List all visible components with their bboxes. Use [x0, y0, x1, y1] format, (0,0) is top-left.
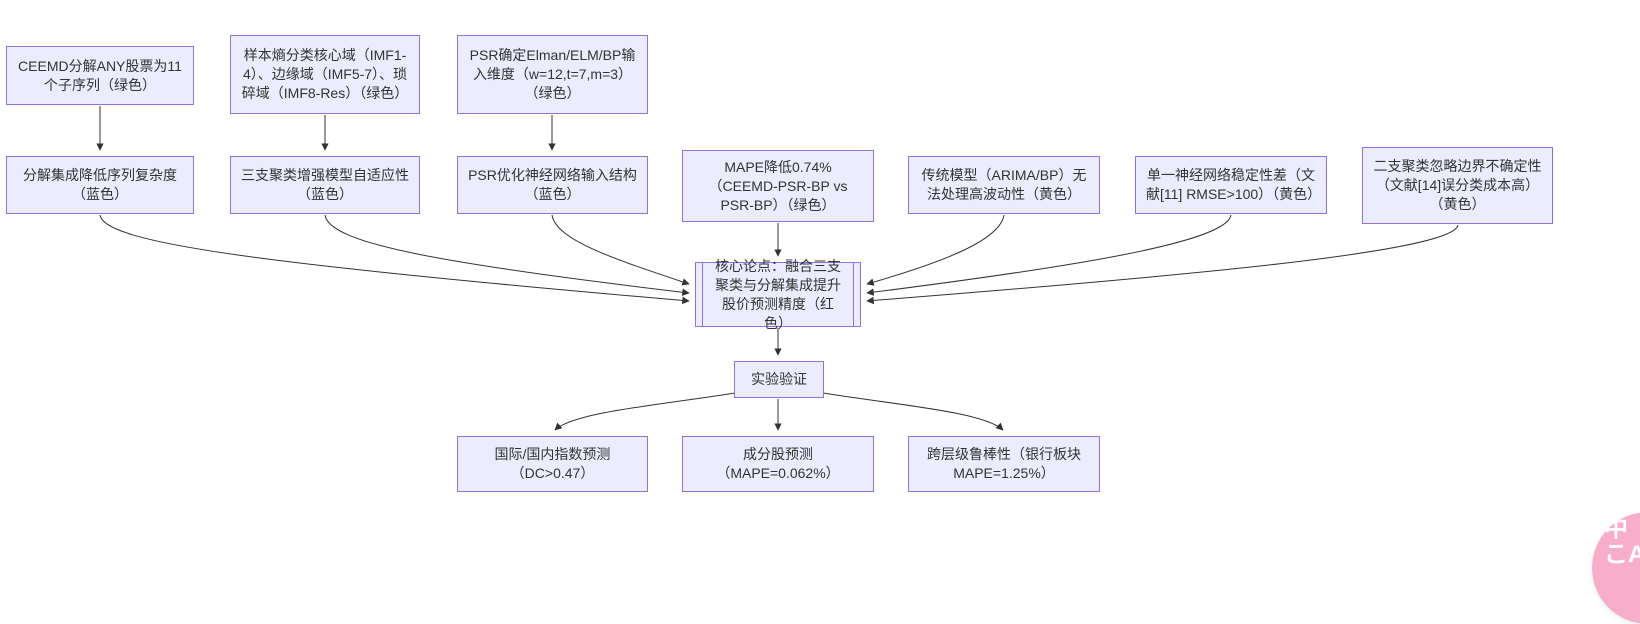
node-label: 传统模型（ARIMA/BP）无法处理高波动性（黄色）	[921, 167, 1087, 202]
edge-n10-core	[866, 224, 1459, 305]
node-decomposition-benefit[interactable]: 分解集成降低序列复杂度（蓝色）	[6, 156, 194, 214]
node-three-way-clustering[interactable]: 三支聚类增强模型自适应性（蓝色）	[230, 156, 420, 214]
translate-icon-bottom: こA	[1604, 541, 1640, 568]
node-label: 样本熵分类核心域（IMF1-4）、边缘域（IMF5-7）、琐碎域（IMF8-Re…	[241, 47, 409, 101]
node-label: 二支聚类忽略边界不确定性（文献[14]误分类成本高）（黄色）	[1373, 158, 1542, 212]
node-cross-level-robustness[interactable]: 跨层级鲁棒性（银行板块 MAPE=1.25%）	[908, 436, 1100, 492]
node-label: 单一神经网络稳定性差（文献[11] RMSE>100）（黄色）	[1146, 167, 1322, 202]
flowchart-canvas: CEEMD分解ANY股票为11个子序列（绿色） 样本熵分类核心域（IMF1-4）…	[6, 35, 1640, 624]
node-label: CEEMD分解ANY股票为11个子序列（绿色）	[18, 57, 182, 93]
node-label: 国际/国内指数预测（DC>0.47）	[494, 446, 611, 481]
node-psr-dimension[interactable]: PSR确定Elman/ELM/BP输入维度（w=12,t=7,m=3）（绿色）	[457, 35, 648, 114]
node-mape-reduction[interactable]: MAPE降低0.74%（CEEMD-PSR-BP vs PSR-BP）（绿色）	[682, 150, 874, 222]
edge-n5-core	[324, 214, 690, 296]
node-experiment-validation[interactable]: 实验验证	[734, 361, 824, 398]
edge-n6-core	[551, 214, 690, 286]
node-sample-entropy[interactable]: 样本熵分类核心域（IMF1-4）、边缘域（IMF5-7）、琐碎域（IMF8-Re…	[230, 35, 420, 114]
subroutine-left-bar	[702, 263, 703, 326]
node-label: 跨层级鲁棒性（银行板块 MAPE=1.25%）	[927, 446, 1081, 481]
node-label: 三支聚类增强模型自适应性（蓝色）	[241, 167, 409, 202]
node-psr-optimization[interactable]: PSR优化神经网络输入结构（蓝色）	[457, 156, 648, 214]
node-core-thesis[interactable]: 核心论点：融合三支聚类与分解集成提升股价预测精度（红色）	[695, 258, 861, 331]
node-label: PSR优化神经网络输入结构（蓝色）	[468, 167, 637, 202]
edge-n8-core	[866, 214, 1005, 286]
translate-icon-top: 中	[1604, 515, 1628, 542]
subroutine-right-bar	[853, 263, 854, 326]
edge-exp-b3	[822, 392, 1004, 431]
node-index-forecast[interactable]: 国际/国内指数预测（DC>0.47）	[457, 436, 648, 492]
edge-exp-b1	[554, 392, 736, 431]
node-constituent-forecast[interactable]: 成分股预测（MAPE=0.062%）	[682, 436, 874, 492]
node-ceemd-decompose[interactable]: CEEMD分解ANY股票为11个子序列（绿色）	[6, 46, 194, 105]
node-label: 实验验证	[751, 371, 807, 387]
node-traditional-model-limit[interactable]: 传统模型（ARIMA/BP）无法处理高波动性（黄色）	[908, 156, 1100, 214]
node-label: 核心论点：融合三支聚类与分解集成提升股价预测精度（红色）	[715, 257, 841, 331]
node-label: 分解集成降低序列复杂度（蓝色）	[23, 167, 177, 202]
node-two-way-clustering-limit[interactable]: 二支聚类忽略边界不确定性（文献[14]误分类成本高）（黄色）	[1362, 147, 1553, 224]
node-single-nn-instability[interactable]: 单一神经网络稳定性差（文献[11] RMSE>100）（黄色）	[1135, 156, 1327, 214]
node-label: 成分股预测（MAPE=0.062%）	[716, 446, 840, 481]
translate-icon: 中こA	[1604, 516, 1640, 568]
diagram-edges	[96, 106, 1459, 431]
edge-n4-core	[99, 214, 690, 305]
edge-n9-core	[866, 214, 1232, 296]
node-label: MAPE降低0.74%（CEEMD-PSR-BP vs PSR-BP）（绿色）	[708, 158, 848, 213]
node-label: PSR确定Elman/ELM/BP输入维度（w=12,t=7,m=3）（绿色）	[469, 47, 636, 101]
